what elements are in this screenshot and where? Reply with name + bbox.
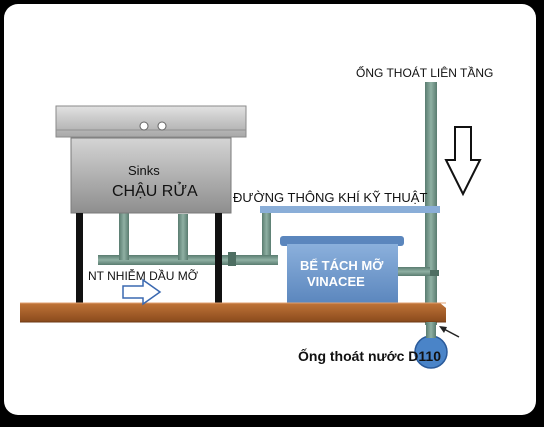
sink-backsplash <box>55 105 247 138</box>
sink-basin <box>70 137 232 214</box>
riser-joint <box>423 270 439 276</box>
floor-drain-stub <box>426 322 436 338</box>
floor-drain-label: Ống thoát nước D110 <box>298 347 441 364</box>
sink-vietnamese-label: CHẬU RỬA <box>112 181 198 200</box>
grease-trap-label-2: VINACEE <box>307 274 365 289</box>
trap-outlet-pipe <box>398 267 430 276</box>
sink-drain-pipe-2 <box>178 214 188 260</box>
sink-drain-pipe-1 <box>119 212 129 260</box>
sink-english-label: Sinks <box>128 163 160 178</box>
down-arrow-icon <box>444 126 482 197</box>
grease-trap-label-1: BỂ TÁCH MỠ <box>300 258 384 273</box>
faucet-hole-icon <box>139 121 149 131</box>
vent-pipe <box>260 206 440 213</box>
drain-riser-label: ỐNG THOÁT LIÊN TẦNG <box>356 65 493 80</box>
vent-pipe-label: ĐƯỜNG THÔNG KHÍ KỸ THUẬT <box>233 190 427 205</box>
right-arrow-icon <box>122 278 162 306</box>
vent-drop-pipe <box>262 213 271 265</box>
greasy-water-label: NT NHIỄM DẦU MỠ <box>88 268 199 283</box>
faucet-hole-icon <box>157 121 167 131</box>
pipe-coupling <box>228 252 236 266</box>
floor-slab <box>20 303 446 322</box>
drain-riser-pipe <box>425 82 437 325</box>
grease-trap-lid <box>280 236 404 246</box>
grease-trap-tank <box>287 244 398 304</box>
sink-leg-right <box>215 213 222 310</box>
sink-leg-left <box>76 213 83 303</box>
